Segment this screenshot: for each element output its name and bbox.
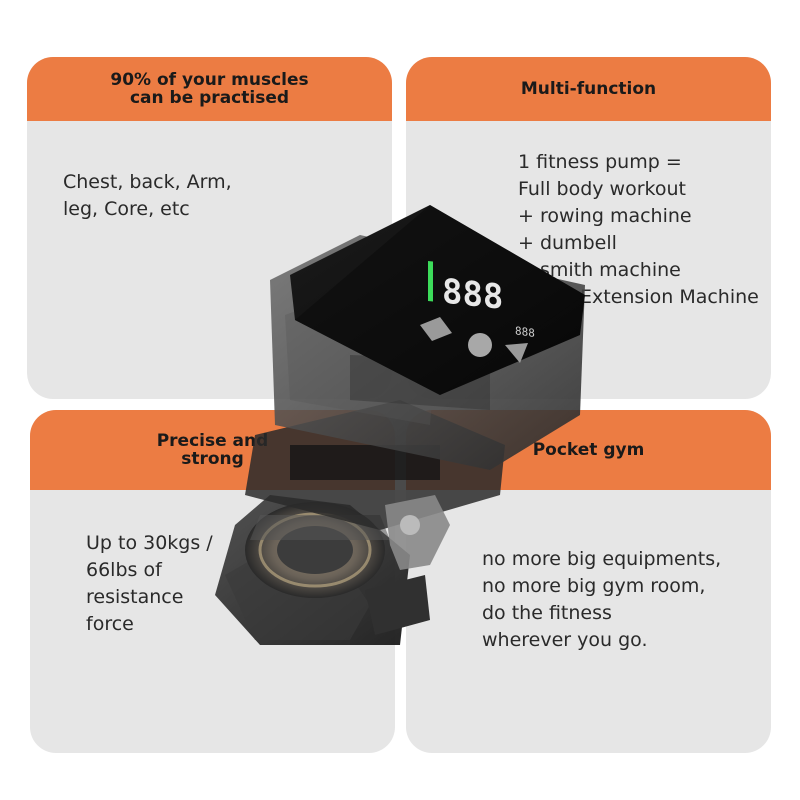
device-motor [245, 502, 390, 598]
card-body-line: + rowing machine [518, 205, 692, 227]
card-body-line: 1 fitness pump = [518, 151, 682, 173]
card-body-line: Up to 30kgs / [86, 532, 213, 554]
fitness-pump-device-image: 888 888 [215, 205, 585, 645]
device-display-digits: 888 [442, 272, 503, 318]
card-title-line: can be practised [129, 88, 290, 108]
device-button-right-icon [505, 343, 528, 363]
device-top-panel: 888 888 [290, 205, 585, 395]
card-body-line: + smith machine [518, 259, 681, 281]
card-body-line: force [86, 613, 134, 635]
card-body-line: leg, Core, etc [63, 198, 190, 220]
card-body-line: wherever you go. [482, 629, 648, 651]
card-body-line: do the fitness [482, 602, 612, 624]
card-title-line: 90% of your muscles [110, 70, 309, 90]
card-body-line: Full body workout [518, 178, 686, 200]
device-button-left-icon [420, 317, 452, 341]
card-body-line: no more big gym room, [482, 575, 706, 597]
device-small-display-digits: 888 [515, 324, 535, 340]
card-title-line: Multi-function [520, 79, 657, 99]
card-body: no more big equipments, no more big gym … [482, 546, 721, 654]
card-title: 90% of your muscles can be practised [27, 57, 392, 121]
device-button-center-icon [468, 333, 492, 357]
card-body-line: resistance [86, 586, 184, 608]
card-title-line: Pocket gym [532, 440, 645, 460]
card-title-line: strong [181, 449, 244, 469]
card-body-line: 66lbs of [86, 559, 162, 581]
card-title-line: Precise and [156, 431, 269, 451]
card-title: Multi-function [406, 57, 771, 121]
card-body-line: + dumbell [518, 232, 617, 254]
feature-card-muscles: 90% of your muscles can be practised Che… [27, 57, 392, 399]
card-body-line: no more big equipments, [482, 548, 722, 570]
card-body-line: Chest, back, Arm, [63, 171, 232, 193]
card-body: 1 fitness pump = Full body workout + row… [518, 149, 759, 311]
card-body: Up to 30kgs / 66lbs of resistance force [86, 530, 213, 638]
card-body: Chest, back, Arm, leg, Core, etc [63, 169, 232, 223]
